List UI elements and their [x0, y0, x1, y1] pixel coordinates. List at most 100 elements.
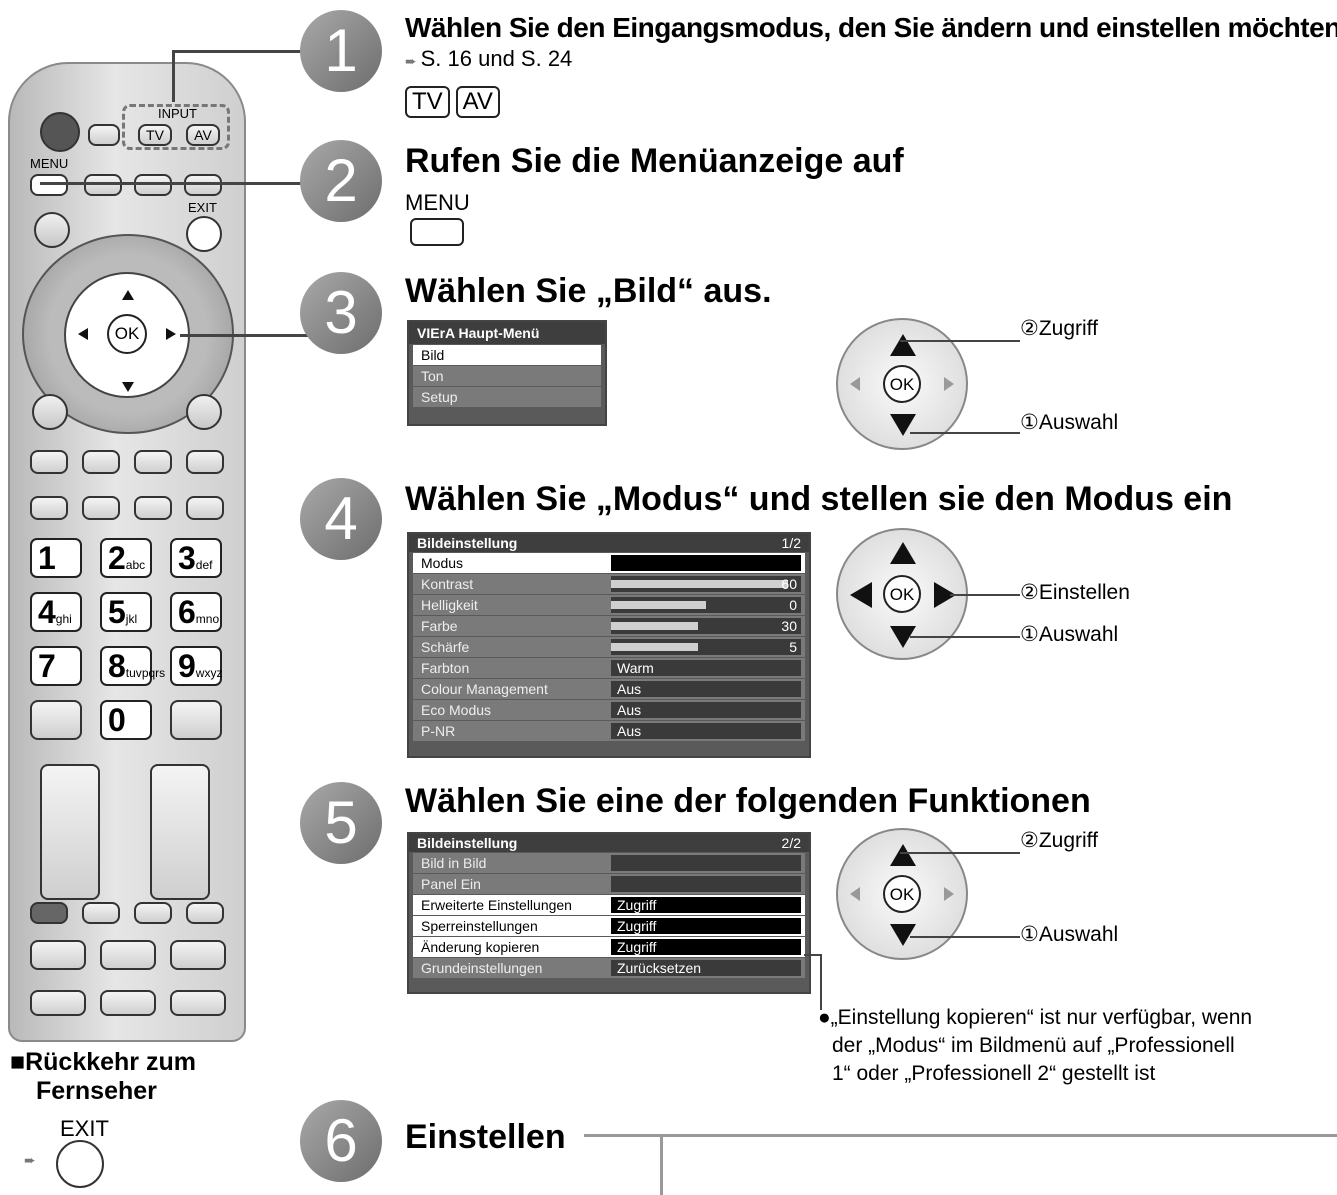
- menu-row-modus[interactable]: Modus: [413, 553, 805, 573]
- menu-item-setup[interactable]: Setup: [413, 387, 601, 407]
- input-group: [122, 104, 230, 150]
- digit-button[interactable]: 4ghi: [30, 592, 82, 632]
- exit-label: EXIT: [188, 200, 217, 215]
- av-button[interactable]: AV: [186, 124, 220, 146]
- digit-button[interactable]: 0: [100, 700, 152, 740]
- step-title: Wählen Sie „Modus“ und stellen sie den M…: [405, 480, 1233, 518]
- remote-button[interactable]: [170, 990, 226, 1016]
- page-indicator: 1/2: [781, 535, 801, 551]
- remote-button[interactable]: [100, 990, 156, 1016]
- digit-button[interactable]: 6mno: [170, 592, 222, 632]
- page-reference: ➨ S. 16 und S. 24: [405, 46, 573, 71]
- left-arrow-icon: [78, 328, 88, 340]
- ok-icon: OK: [883, 365, 921, 403]
- arrow-icon: ➨: [405, 53, 421, 69]
- remote-button[interactable]: [134, 450, 172, 474]
- callout-select: ①Auswahl: [1020, 623, 1119, 646]
- digit-button[interactable]: 2abc: [100, 538, 152, 578]
- menu-item-ton[interactable]: Ton: [413, 366, 601, 386]
- tv-button[interactable]: TV: [138, 124, 172, 146]
- remote-button[interactable]: [30, 450, 68, 474]
- remote-button[interactable]: [186, 496, 224, 520]
- remote-button[interactable]: [184, 174, 222, 196]
- exit-button[interactable]: [186, 216, 222, 252]
- input-label: INPUT: [158, 106, 197, 121]
- remote-button[interactable]: [186, 902, 224, 924]
- remote-button[interactable]: [84, 174, 122, 196]
- left-arrow-icon: [850, 887, 860, 901]
- dpad-diagram: OK: [836, 318, 968, 450]
- channel-rocker[interactable]: [150, 764, 210, 900]
- digit-button[interactable]: 5jkl: [100, 592, 152, 632]
- digit-button[interactable]: 8tuvpqrs: [100, 646, 165, 686]
- connector-line: [40, 182, 322, 185]
- callout-set: ②Einstellen: [1020, 581, 1130, 604]
- remote-button[interactable]: [30, 496, 68, 520]
- remote-button[interactable]: [30, 940, 86, 970]
- menu-title: Bildeinstellung: [417, 835, 518, 851]
- remote-button[interactable]: [170, 940, 226, 970]
- callout-line: [950, 594, 1020, 596]
- down-arrow-icon: [122, 382, 134, 392]
- ok-button[interactable]: OK: [107, 314, 147, 354]
- step-number: 4: [300, 478, 382, 560]
- remote-button[interactable]: [82, 902, 120, 924]
- dpad-diagram: OK: [836, 828, 968, 960]
- step-title: Rufen Sie die Menüanzeige auf: [405, 142, 904, 180]
- remote-button[interactable]: [186, 450, 224, 474]
- remote-button[interactable]: [100, 940, 156, 970]
- main-menu-title: VIErA Haupt-Menü: [409, 322, 605, 344]
- volume-rocker[interactable]: [40, 764, 100, 900]
- remote-round-button[interactable]: [32, 394, 68, 430]
- remote-button[interactable]: [82, 450, 120, 474]
- tv-key: TV: [405, 86, 450, 118]
- main-menu: VIErA Haupt-Menü Bild Ton Setup: [407, 320, 607, 426]
- remote-button[interactable]: [82, 496, 120, 520]
- callout-line: [910, 432, 1020, 434]
- menu-button[interactable]: [30, 174, 68, 196]
- right-arrow-icon: [944, 887, 954, 901]
- remote-button[interactable]: [170, 700, 222, 740]
- remote-button[interactable]: [30, 990, 86, 1016]
- remote-button[interactable]: [30, 902, 68, 924]
- digit-button[interactable]: 7: [30, 646, 82, 686]
- digit-button[interactable]: 1: [30, 538, 82, 578]
- level-bar: [611, 643, 699, 651]
- menu-item-bild[interactable]: Bild: [413, 345, 601, 365]
- connector-line: [172, 50, 175, 102]
- remote-round-button[interactable]: [34, 212, 70, 248]
- remote-round-button[interactable]: [186, 394, 222, 430]
- right-arrow-icon: [944, 377, 954, 391]
- remote-button[interactable]: [88, 124, 120, 146]
- remote-button[interactable]: [134, 902, 172, 924]
- up-arrow-icon: [122, 290, 134, 300]
- menu-title: Bildeinstellung: [417, 535, 518, 551]
- down-arrow-icon: [890, 924, 916, 946]
- down-arrow-icon: [890, 414, 916, 436]
- divider-line: [660, 1134, 663, 1195]
- remote-button[interactable]: [134, 174, 172, 196]
- digit-button[interactable]: 3def: [170, 538, 222, 578]
- remote-button[interactable]: [134, 496, 172, 520]
- step-title: Wählen Sie eine der folgenden Funktionen: [405, 782, 1091, 820]
- menu-row-bild-in-bild[interactable]: Bild in Bild: [413, 853, 805, 873]
- power-button[interactable]: [40, 112, 80, 152]
- digit-button[interactable]: 9wxyz: [170, 646, 222, 686]
- up-arrow-icon: [890, 844, 916, 866]
- ok-icon: OK: [883, 575, 921, 613]
- menu-row-panel-ein[interactable]: Panel Ein: [413, 874, 805, 894]
- remote-button[interactable]: [30, 700, 82, 740]
